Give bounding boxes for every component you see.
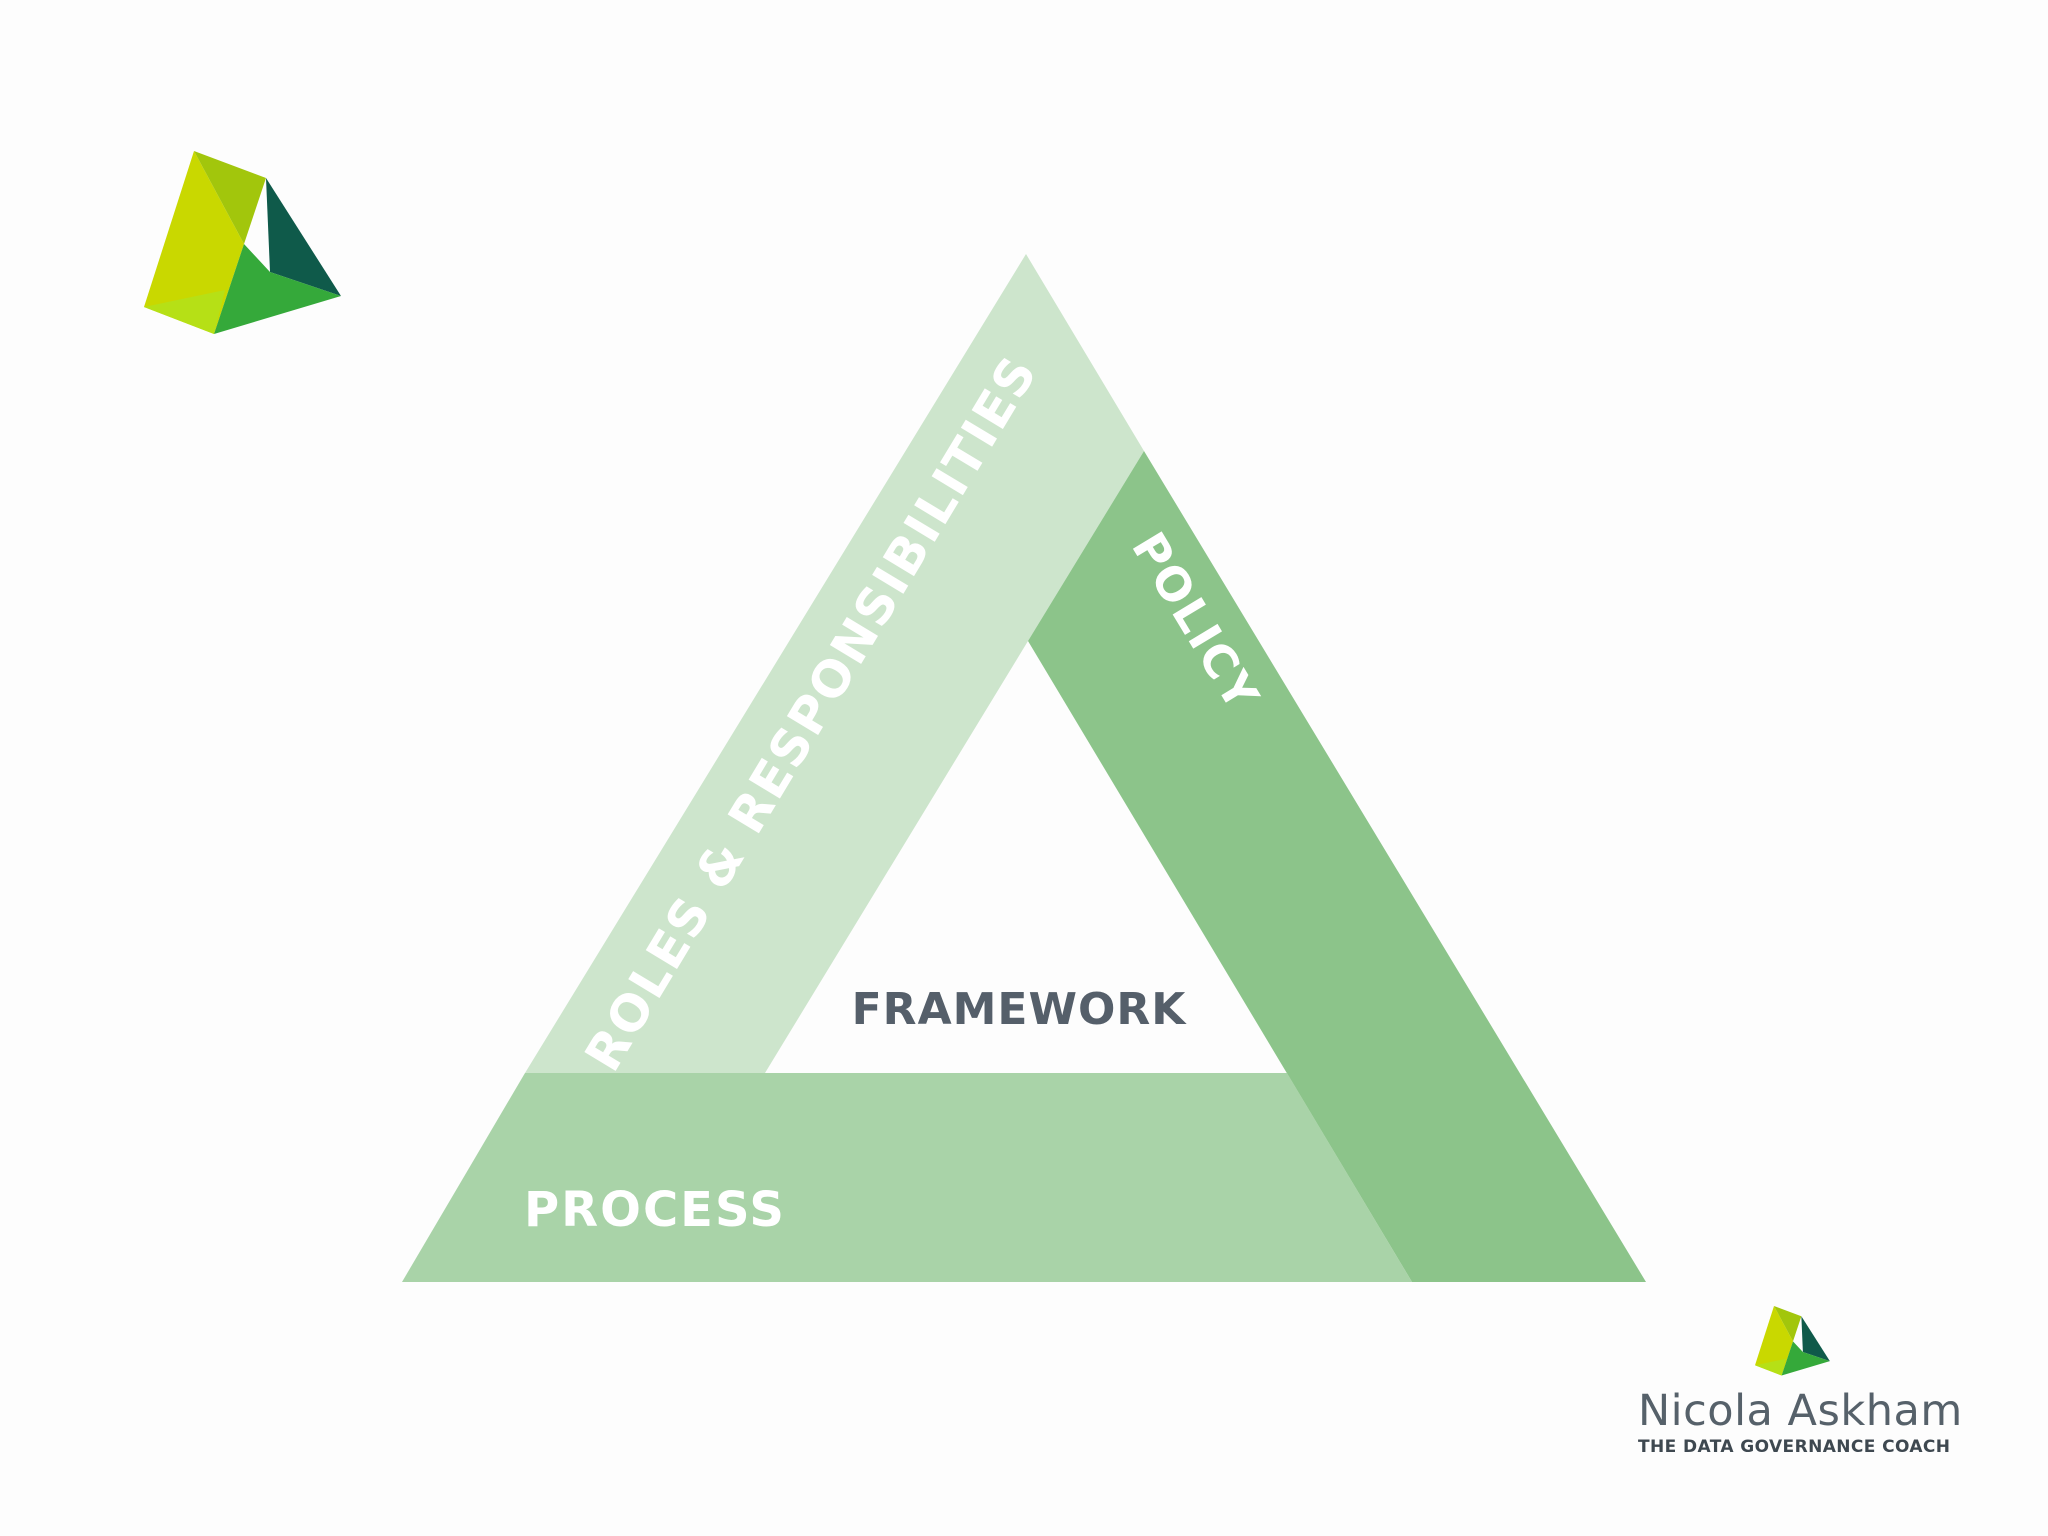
process-label: PROCESS [524, 1182, 786, 1238]
brand-name: Nicola Askham [1638, 1386, 1963, 1436]
roles-responsibilities-band [525, 254, 1144, 1073]
framework-label: FRAMEWORK [852, 984, 1188, 1035]
process-band [402, 1073, 1412, 1282]
triangle-logo-icon [144, 151, 341, 334]
brand-logo-icon [1755, 1306, 1830, 1376]
brand-tagline: THE DATA GOVERNANCE COACH [1638, 1437, 1951, 1457]
policy-band [1028, 451, 1646, 1282]
